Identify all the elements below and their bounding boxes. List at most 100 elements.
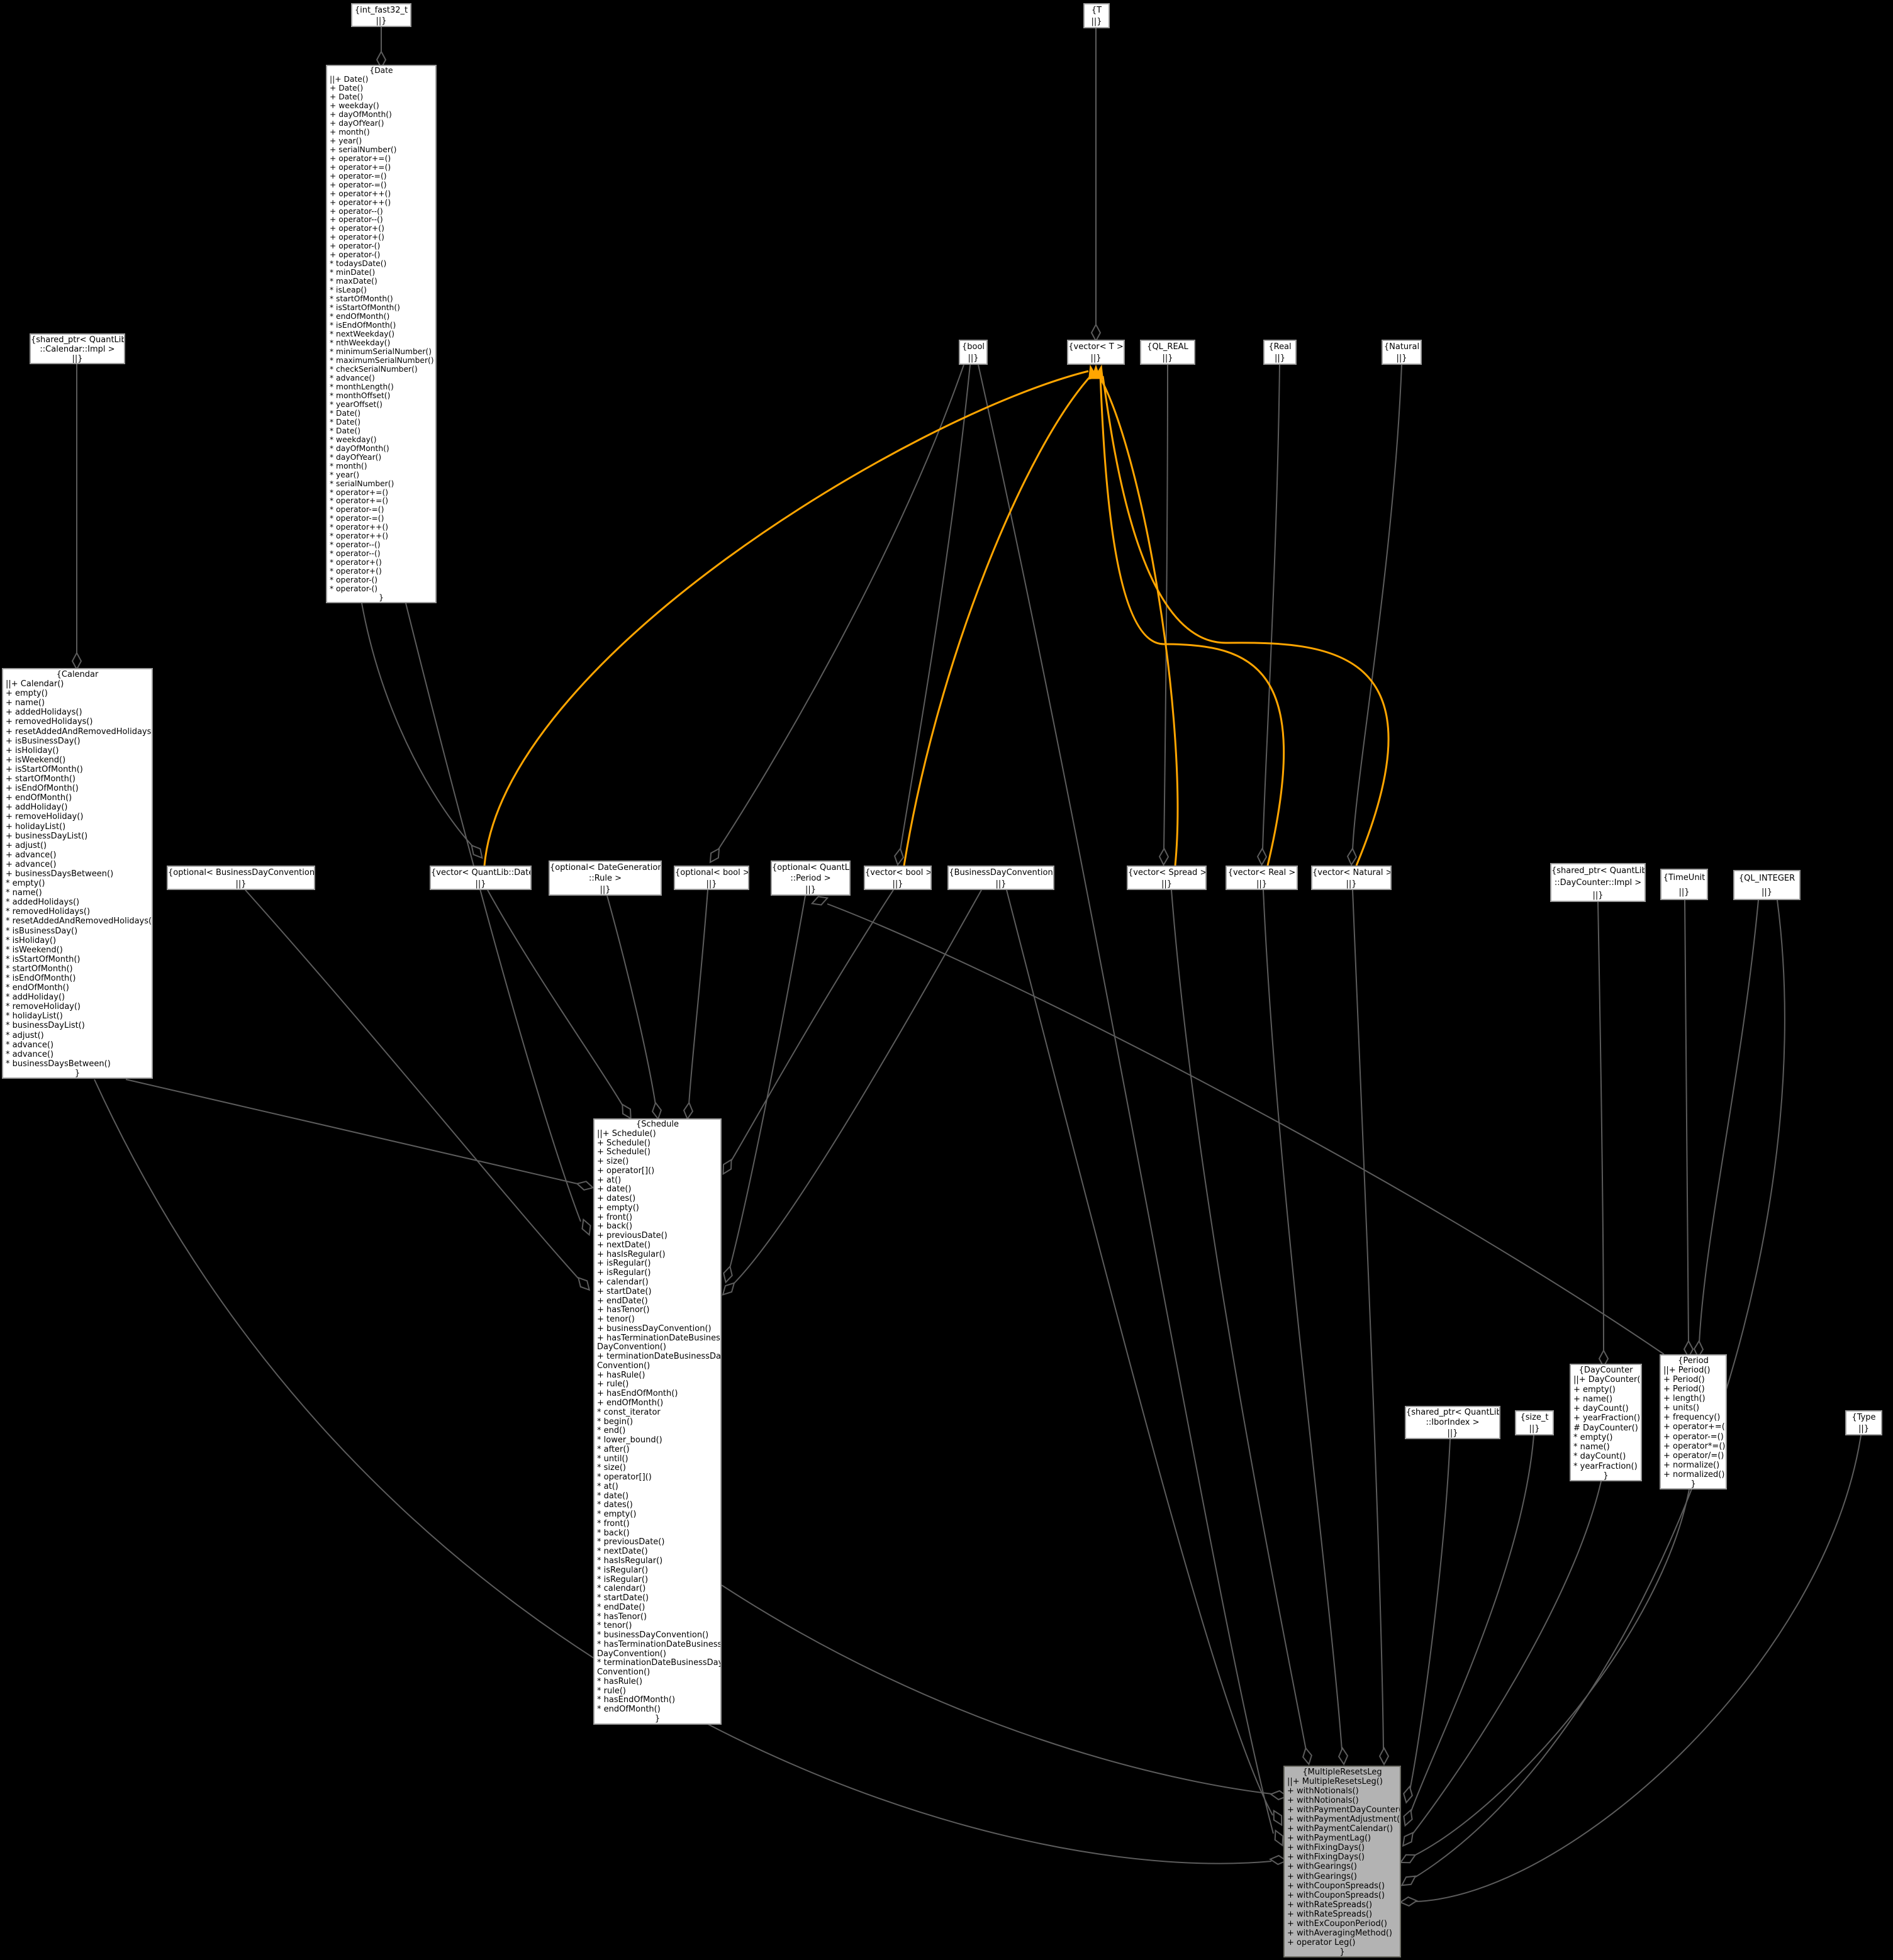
node-title: {int_fast32_t bbox=[354, 6, 408, 15]
node-member: ||} bbox=[805, 884, 817, 894]
node-vector-bool[interactable]: {vector< bool >||} bbox=[864, 866, 932, 890]
node-member: ::Period > bbox=[790, 874, 831, 884]
node-optional-period[interactable]: {optional< QuantLib::Period >||} bbox=[771, 860, 851, 896]
node-T[interactable]: {T||} bbox=[1083, 3, 1110, 28]
node-member: + operator-=() bbox=[1663, 1432, 1724, 1442]
node-member: + endOfMonth() bbox=[6, 793, 72, 803]
node-natural[interactable]: {Natural||} bbox=[1382, 340, 1422, 365]
node-member: # DayCounter() bbox=[1573, 1423, 1638, 1433]
node-member: + Schedule() bbox=[597, 1147, 651, 1157]
diamond-mrl-top-3 bbox=[1378, 1746, 1390, 1766]
node-member: + withAveragingMethod() bbox=[1287, 1928, 1392, 1938]
node-member: * dayOfMonth() bbox=[330, 443, 389, 453]
node-business-day-convention[interactable]: {BusinessDayConvention||} bbox=[947, 866, 1054, 890]
node-member: + operator+() bbox=[330, 224, 384, 233]
diamond-mrl-right-1 bbox=[1403, 1785, 1413, 1804]
node-timeunit[interactable]: {TimeUnit||} bbox=[1660, 869, 1708, 900]
node-member: * terminationDateBusinessDay bbox=[597, 1658, 722, 1668]
node-vector-spread[interactable]: {vector< Spread >||} bbox=[1127, 866, 1207, 890]
node-title: {Type bbox=[1851, 1413, 1876, 1422]
node-member: * endOfMonth() bbox=[330, 312, 390, 321]
node-member: + month() bbox=[330, 127, 370, 136]
node-member: + operator++() bbox=[330, 189, 391, 198]
node-date[interactable]: {Date||+ Date()+ Date()+ Date()+ weekday… bbox=[326, 65, 437, 603]
node-member: + withGearings() bbox=[1287, 1871, 1358, 1881]
node-member: + calendar() bbox=[597, 1278, 649, 1288]
node-member: * businessDaysBetween() bbox=[6, 1059, 111, 1069]
node-member: * operator--() bbox=[330, 540, 381, 550]
node-title: {MultipleResetsLeg bbox=[1302, 1768, 1382, 1777]
node-member: ||+ Schedule() bbox=[597, 1128, 656, 1139]
node-multiple-resets-leg[interactable]: {MultipleResetsLeg||+ MultipleResetsLeg(… bbox=[1283, 1766, 1401, 1957]
node-size-t[interactable]: {size_t||} bbox=[1515, 1410, 1554, 1435]
node-member: * removeHoliday() bbox=[6, 1002, 81, 1012]
node-ql-integer[interactable]: {QL_INTEGER||} bbox=[1733, 870, 1801, 900]
node-optional-bdc[interactable]: {optional< BusinessDayConvention >||} bbox=[167, 866, 315, 890]
node-member: + addedHolidays() bbox=[6, 708, 82, 718]
node-member: + withPaymentDayCounter() bbox=[1287, 1805, 1401, 1815]
edge-natural-to-vectornatural bbox=[1352, 364, 1402, 851]
node-member: } bbox=[74, 1068, 81, 1078]
node-member: + dayCount() bbox=[1573, 1404, 1629, 1413]
edge-daycounterimpl-to-daycounter bbox=[1597, 901, 1604, 1353]
node-member: * startOfMonth() bbox=[330, 294, 393, 304]
node-ql-real[interactable]: {QL_REAL||} bbox=[1140, 340, 1195, 365]
node-member: * removedHolidays() bbox=[6, 907, 91, 917]
node-member: + isWeekend() bbox=[6, 755, 66, 765]
node-member: ||} bbox=[1678, 888, 1690, 897]
node-int-fast32-t[interactable]: {int_fast32_t||} bbox=[351, 3, 411, 27]
node-optional-bool[interactable]: {optional< bool >||} bbox=[674, 866, 749, 890]
node-member: + operator/=() bbox=[1663, 1451, 1724, 1461]
edge-vectornatural-to-mrl bbox=[1352, 889, 1384, 1751]
node-title: {vector< Real > bbox=[1227, 868, 1296, 877]
node-vector-real[interactable]: {vector< Real >||} bbox=[1226, 866, 1298, 890]
diamond-schedule-right-3 bbox=[722, 1282, 735, 1296]
node-period[interactable]: {Period||+ Period()+ Period()+ Period()+… bbox=[1660, 1354, 1727, 1489]
node-member: + operator-=() bbox=[330, 171, 387, 181]
node-schedule[interactable]: {Schedule||+ Schedule()+ Schedule()+ Sch… bbox=[593, 1118, 722, 1725]
edge-bool-to-mrl bbox=[978, 364, 1274, 1834]
node-shared-ptr-daycounter-impl[interactable]: {shared_ptr< QuantLib::DayCounter::Impl … bbox=[1550, 863, 1646, 902]
node-member: ||} bbox=[235, 879, 247, 889]
diamond-vectornatural-top bbox=[1346, 847, 1358, 867]
node-member: + operator-() bbox=[330, 250, 381, 260]
node-title: {vector< Spread > bbox=[1128, 868, 1207, 877]
node-member: * yearFraction() bbox=[1573, 1461, 1638, 1471]
node-member: * operator+() bbox=[330, 567, 382, 576]
node-real[interactable]: {Real||} bbox=[1263, 340, 1297, 365]
node-bool[interactable]: {bool||} bbox=[959, 340, 988, 365]
node-shared-ptr-calendar-impl[interactable]: {shared_ptr< QuantLib::Calendar::Impl >|… bbox=[30, 333, 125, 364]
node-member: + endOfMonth() bbox=[597, 1398, 664, 1408]
node-daycounter[interactable]: {DayCounter||+ DayCounter()+ empty()+ na… bbox=[1570, 1364, 1642, 1481]
node-title: {Schedule bbox=[635, 1120, 679, 1129]
node-member: + withExCouponPeriod() bbox=[1287, 1918, 1387, 1929]
node-title: {Period bbox=[1678, 1356, 1709, 1366]
node-member: * resetAddedAndRemovedHolidays() bbox=[6, 916, 153, 927]
node-member: * businessDayList() bbox=[6, 1021, 85, 1031]
node-vector-date[interactable]: {vector< QuantLib::Date >||} bbox=[430, 866, 532, 890]
node-member: DayConvention() bbox=[597, 1649, 666, 1659]
node-title: {vector< T > bbox=[1068, 342, 1124, 352]
node-member: * operator++() bbox=[330, 532, 389, 541]
node-member: + front() bbox=[597, 1212, 633, 1222]
node-title: {QL_REAL bbox=[1147, 342, 1188, 352]
node-optional-dategeneration-rule[interactable]: {optional< DateGeneration::Rule >||} bbox=[549, 860, 662, 896]
node-vector-natural[interactable]: {vector< Natural >||} bbox=[1311, 866, 1392, 890]
node-member: * minimumSerialNumber() bbox=[330, 347, 432, 356]
node-member: + withPaymentLag() bbox=[1287, 1834, 1371, 1844]
node-member: * isWeekend() bbox=[6, 945, 63, 955]
node-member: * operator[]() bbox=[597, 1473, 652, 1483]
diamond-mrl-left-2 bbox=[1274, 1829, 1284, 1847]
node-member: ||+ Calendar() bbox=[6, 679, 64, 689]
node-vector-T[interactable]: {vector< T >||} bbox=[1067, 340, 1125, 365]
node-title: {optional< DateGeneration bbox=[550, 863, 662, 872]
node-member: ||} bbox=[1858, 1424, 1870, 1434]
diamond-schedule-right-2 bbox=[723, 1265, 733, 1284]
node-calendar[interactable]: {Calendar||+ Calendar()+ empty()+ name()… bbox=[2, 668, 153, 1079]
node-shared-ptr-iborindex[interactable]: {shared_ptr< QuantLib::IborIndex >||} bbox=[1405, 1406, 1500, 1439]
node-member: * operator++() bbox=[330, 523, 389, 532]
node-type[interactable]: {Type ||} bbox=[1845, 1410, 1882, 1435]
edge-real-to-vectorreal bbox=[1262, 364, 1280, 851]
node-member: * at() bbox=[597, 1481, 618, 1491]
node-member: Convention() bbox=[597, 1668, 651, 1678]
